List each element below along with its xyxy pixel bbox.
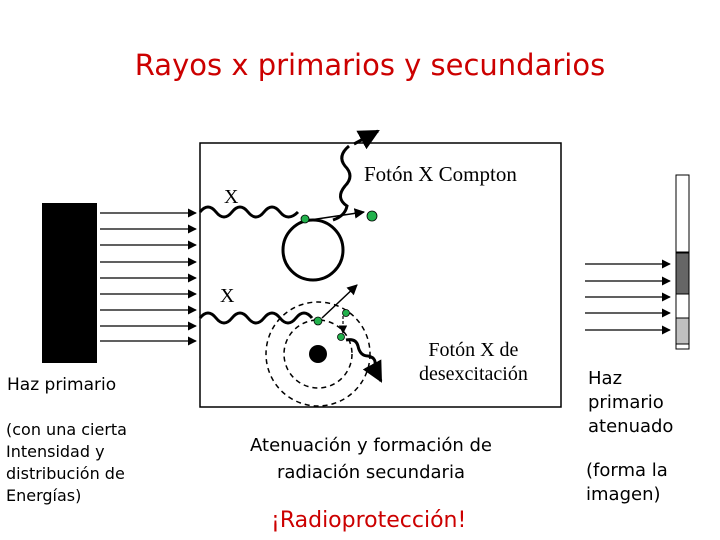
radioprotection-label: ¡Radioprotección! [271, 508, 467, 533]
page-title: Rayos x primarios y secundarios [134, 48, 606, 82]
detector-light-band [675, 317, 690, 345]
atom-shell-outer [265, 301, 371, 407]
incident-photon-wave-top [198, 205, 300, 219]
incident-photon-wave-bottom [198, 311, 314, 325]
detector-dark-band [675, 252, 690, 295]
attenuated-beam-label: Haz primario atenuado [588, 368, 674, 437]
primary-beam-arrows [100, 208, 197, 346]
atom-nucleus [309, 345, 327, 363]
electron-inner-shell [313, 316, 323, 326]
xray-source-block [42, 203, 97, 363]
electron-transition [337, 333, 345, 341]
deexcitation-photon-label: Fotón X de desexcitación [419, 339, 528, 385]
atom-shell-top [281, 218, 345, 282]
absorber-box [199, 142, 562, 408]
x-label-bottom: X [220, 285, 235, 307]
primary-beam-note: (con una cierta Intensidad y distribució… [6, 420, 127, 505]
attenuation-caption: Atenuación y formación de radiación secu… [250, 435, 492, 483]
electron-top [300, 214, 310, 224]
compton-photon-arrow [353, 129, 380, 150]
attenuated-beam-note: (forma la imagen) [586, 460, 668, 505]
deexcitation-photon-arrow [362, 359, 383, 383]
photoelectron-arrow [321, 284, 358, 319]
attenuated-beam-arrows [585, 259, 671, 335]
compton-photon-label: Fotón X Compton [364, 162, 517, 186]
recoil-electron [366, 210, 378, 222]
electron-outer-shell [342, 309, 350, 317]
x-label-top: X [224, 186, 239, 208]
atom-shell-inner [283, 319, 353, 389]
primary-beam-label: Haz primario [7, 375, 117, 395]
compton-photon-wave [332, 144, 352, 222]
electron-path-arrow [309, 208, 366, 221]
